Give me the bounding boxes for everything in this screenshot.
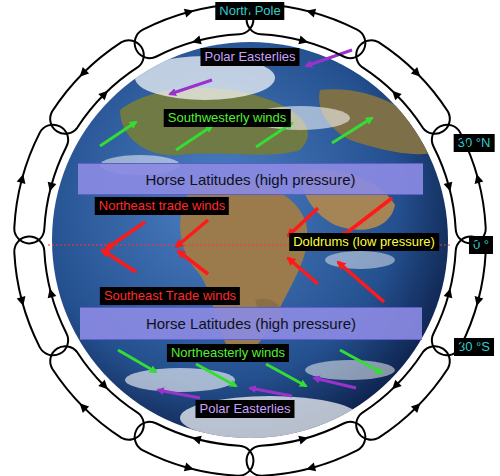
cell-arrowhead	[475, 174, 484, 184]
cell-arrowhead	[392, 380, 402, 390]
wind-label: Northeast trade winds	[95, 197, 229, 215]
wind-arrow	[250, 388, 292, 396]
wind-arrow	[100, 122, 136, 146]
band-label: Horse Latitudes (high pressure)	[145, 171, 355, 188]
cell-arrowhead	[411, 403, 421, 413]
cell-arrowhead	[98, 380, 108, 390]
wind-arrow	[102, 250, 136, 272]
wind-arrow	[340, 198, 392, 238]
pressure-band: Horse Latitudes (high pressure)	[78, 163, 423, 195]
cloud	[125, 368, 235, 392]
cell-arrowhead	[306, 9, 316, 18]
wind-label: Polar Easterlies	[200, 48, 299, 66]
polar-easterly-arrows	[158, 50, 356, 398]
cell-arrowhead	[80, 67, 90, 77]
cloud	[305, 360, 395, 380]
cell-arrowhead	[298, 436, 308, 445]
latitude-label: 30 °S	[454, 338, 494, 356]
wind-arrow	[314, 378, 356, 388]
cell-arrowhead	[192, 36, 202, 45]
cell-arrowhead	[444, 289, 453, 299]
wind-arrow	[288, 258, 318, 284]
wind-arrow	[118, 350, 156, 372]
pressure-band: Horse Latitudes (high pressure)	[80, 307, 422, 340]
cell-arrowhead	[48, 182, 57, 192]
band-label: Horse Latitudes (high pressure)	[146, 315, 356, 332]
pressure-label: Doldrums (low pressure)	[289, 233, 439, 251]
wind-arrow	[178, 251, 208, 274]
wind-arrow	[338, 262, 384, 302]
circulation-loop	[14, 125, 68, 244]
cell-arrowhead	[392, 91, 402, 101]
wind-arrow	[106, 222, 145, 249]
wind-arrow	[288, 208, 318, 236]
wind-arrow	[196, 364, 236, 386]
wind-arrow	[266, 364, 306, 386]
wind-label: Southwesterly winds	[164, 109, 291, 127]
cell-arrowhead	[80, 403, 90, 413]
westerly-arrows	[100, 118, 382, 386]
circulation-loop	[50, 346, 144, 440]
circulation-loop	[356, 346, 450, 440]
wind-arrow	[158, 390, 200, 398]
circulation-loop	[14, 237, 68, 356]
cell-arrowhead	[184, 463, 194, 472]
cell-arrowhead	[17, 296, 26, 306]
wind-arrow	[340, 350, 382, 373]
circulation-loop	[135, 422, 254, 476]
latitude-label: 30 °N	[454, 134, 495, 152]
circulation-loop	[356, 40, 450, 134]
cell-arrowhead	[184, 9, 194, 18]
cell-arrowhead	[475, 296, 484, 306]
cell-arrowhead	[298, 36, 308, 45]
circulation-loop	[50, 40, 144, 134]
wind-arrow	[176, 126, 212, 150]
cloud	[180, 396, 360, 440]
wind-arrow	[306, 50, 352, 66]
circulation-loop	[247, 422, 366, 476]
latitude-label: 0 °	[469, 236, 493, 254]
earth-globe	[52, 42, 448, 438]
cell-arrowhead	[444, 182, 453, 192]
cloud	[325, 251, 395, 269]
cell-arrowhead	[17, 174, 26, 184]
wind-label: Polar Easterlies	[195, 400, 294, 418]
wind-arrow	[332, 118, 372, 143]
cell-arrowhead	[306, 463, 316, 472]
pole-label: North Pole	[215, 2, 284, 20]
cell-arrowhead	[48, 289, 57, 299]
wind-label: Southeast Trade winds	[100, 287, 240, 305]
cell-arrowhead	[192, 436, 202, 445]
cell-arrowhead	[411, 67, 421, 77]
wind-label: Northeasterly winds	[167, 344, 289, 362]
cell-arrowhead	[98, 91, 108, 101]
wind-arrow	[170, 80, 212, 94]
earth-surface	[100, 56, 440, 440]
wind-arrow	[176, 220, 208, 247]
